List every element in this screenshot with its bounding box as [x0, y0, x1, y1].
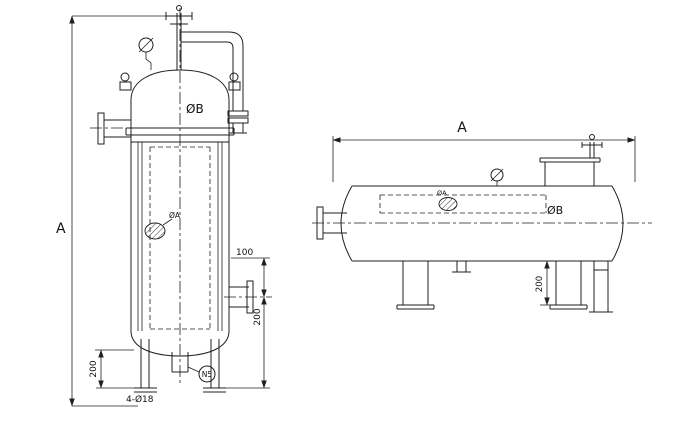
- front-shell-diameter-label: ØB: [186, 102, 204, 116]
- side-element-diameter-label: ØA: [437, 189, 447, 197]
- side-internals: [379, 194, 547, 214]
- anchor-bolt-holes-label: 4-Ø18: [126, 394, 154, 405]
- front-filter-element-hatch: [144, 218, 173, 240]
- side-drain-stub: [452, 261, 471, 273]
- dim-overall-height: A: [56, 15, 178, 407]
- dim-base-height-text: 200: [89, 360, 99, 377]
- pressure-gauge-icon: [138, 37, 154, 70]
- front-element-diameter-label: ØA: [169, 211, 181, 220]
- front-inlet-nozzle: [90, 112, 145, 145]
- nozzle-tag-balloon: N5: [187, 365, 216, 383]
- front-shell: [130, 69, 230, 357]
- dim-overall-length-text: A: [457, 120, 467, 136]
- side-filter-element-hatch: [438, 197, 458, 211]
- front-side-outlet-nozzle: [224, 280, 272, 314]
- dim-saddle-height-text: 200: [535, 276, 545, 292]
- front-lifting-davit: [165, 5, 193, 70]
- front-bottom-nozzle: [171, 352, 189, 373]
- front-support-legs: [134, 339, 226, 393]
- dim-overall-height-text: A: [56, 221, 66, 237]
- front-shoulder-fittings: [119, 72, 241, 91]
- side-end-support: [589, 261, 613, 313]
- side-top-platform: [539, 157, 601, 186]
- dim-nozzle-height-text: 200: [253, 308, 263, 325]
- dim-overall-length: A: [332, 120, 636, 182]
- side-view: ØA ØB: [312, 120, 652, 313]
- side-pressure-gauge-icon: [490, 168, 504, 186]
- side-shell: [340, 185, 624, 262]
- side-lifting-davit: [581, 134, 603, 158]
- side-shell-diameter-label: ØB: [547, 204, 563, 217]
- dim-saddle-height: 200: [535, 260, 551, 306]
- front-elbow-pipe: [181, 31, 249, 134]
- side-end-nozzle: [316, 206, 347, 240]
- side-saddle-left: [396, 261, 435, 310]
- dim-nozzle-offsets: 100 200: [226, 248, 270, 389]
- dim-nozzle-offset-text: 100: [236, 248, 253, 258]
- side-saddle-right: [549, 261, 588, 310]
- dim-base-height: 200: [89, 349, 134, 389]
- front-view: ØA N5: [56, 5, 272, 407]
- nozzle-tag-text: N5: [202, 370, 213, 379]
